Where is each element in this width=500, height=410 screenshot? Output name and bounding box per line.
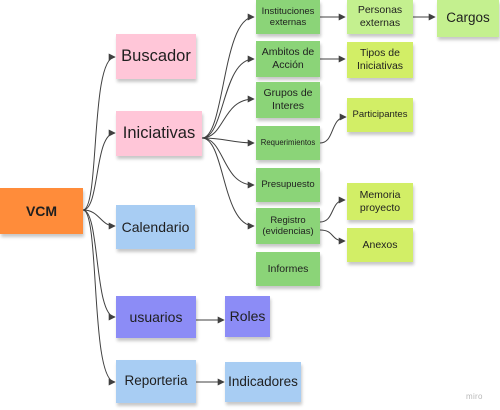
connector-vcm-calendario [82, 209, 116, 230]
node-reporteria-label: Reporteria [124, 373, 188, 389]
node-usuarios-label: usuarios [129, 308, 183, 325]
connector-iniciativas-grupos [201, 95, 255, 139]
node-vcm-label: VCM [25, 202, 58, 219]
node-instituciones-externas-label: Instituciones externas [261, 5, 315, 28]
node-requerimientos-label: Requerimientos [260, 138, 316, 148]
node-memoria-proyecto-label: Memoria proyecto [359, 188, 401, 214]
node-memoria-proyecto[interactable]: Memoria proyecto [347, 183, 413, 220]
node-vcm[interactable]: VCM [0, 188, 83, 234]
connector-vcm-reporteria [82, 209, 116, 386]
node-roles-label: Roles [229, 308, 266, 325]
node-reporteria[interactable]: Reporteria [116, 360, 196, 403]
node-participantes[interactable]: Participantes [347, 98, 413, 132]
node-tipos-de-iniciativas-label: Tipos de Iniciativas [356, 47, 404, 72]
node-requerimientos[interactable]: Requerimientos [256, 126, 320, 160]
node-indicadores[interactable]: Indicadores [225, 362, 301, 402]
node-anexos[interactable]: Anexos [347, 228, 413, 262]
connector-registro-memoria [319, 196, 346, 223]
node-buscador[interactable]: Buscador [116, 34, 196, 79]
node-informes-label: Informes [267, 262, 309, 275]
node-roles[interactable]: Roles [225, 296, 270, 337]
connector-vcm-buscador [82, 53, 116, 211]
node-presupuesto-label: Presupuesto [261, 179, 315, 191]
miro-watermark: miro [466, 392, 483, 401]
node-indicadores-label: Indicadores [228, 373, 298, 389]
connector-iniciativas-ambitos [201, 55, 255, 139]
node-registro-evidencias-label: Registro (evidencias) [262, 214, 314, 237]
node-ambitos-de-accion-label: Ambitos de Acción [261, 46, 315, 71]
node-ambitos-de-accion[interactable]: Ambitos de Acción [256, 41, 320, 77]
connector-vcm-iniciativas [82, 129, 116, 211]
connector-registro-anexos [319, 229, 346, 245]
node-calendario-label: Calendario [121, 218, 190, 235]
node-informes[interactable]: Informes [256, 252, 320, 286]
connector-requerimientos-participantes [319, 113, 347, 144]
node-personas-externas[interactable]: Personas externas [347, 0, 413, 34]
node-grupos-de-interes-label: Grupos de Interes [263, 87, 313, 112]
node-iniciativas[interactable]: Iniciativas [116, 111, 202, 156]
node-buscador-label: Buscador [121, 46, 191, 65]
node-personas-externas-label: Personas externas [357, 4, 403, 29]
connector-iniciativas-requerimientos [201, 137, 255, 147]
node-iniciativas-label: Iniciativas [122, 123, 196, 142]
node-participantes-label: Participantes [352, 109, 408, 121]
node-presupuesto[interactable]: Presupuesto [256, 168, 320, 202]
node-calendario[interactable]: Calendario [116, 205, 195, 249]
connector-iniciativas-instituciones [201, 13, 255, 139]
node-cargos-label: Cargos [446, 10, 490, 26]
connector-vcm-usuarios [82, 209, 116, 321]
node-grupos-de-interes[interactable]: Grupos de Interes [256, 82, 320, 118]
connector-iniciativas-registro [201, 137, 255, 230]
node-instituciones-externas[interactable]: Instituciones externas [256, 0, 320, 34]
node-tipos-de-iniciativas[interactable]: Tipos de Iniciativas [347, 42, 413, 78]
node-cargos[interactable]: Cargos [437, 0, 499, 37]
node-usuarios[interactable]: usuarios [116, 296, 196, 338]
node-anexos-label: Anexos [362, 238, 398, 251]
connector-iniciativas-presupuesto [201, 137, 255, 189]
node-registro-evidencias[interactable]: Registro (evidencias) [256, 208, 320, 244]
